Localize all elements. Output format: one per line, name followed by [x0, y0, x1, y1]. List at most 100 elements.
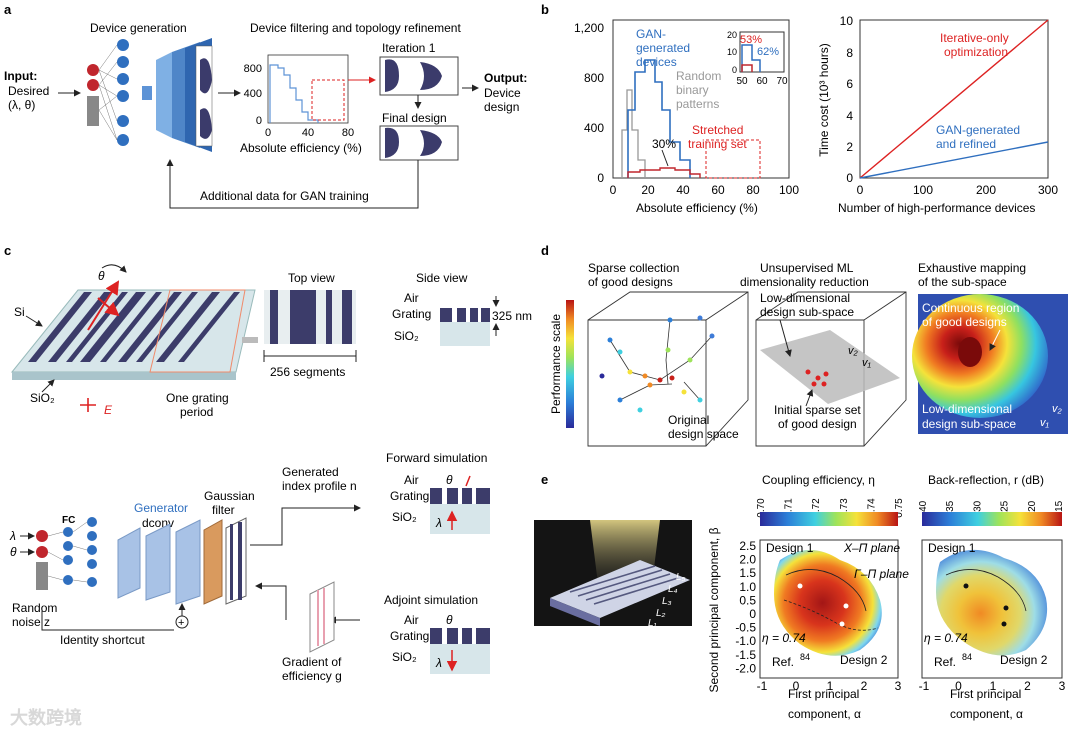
- coupling-tick: 0.72: [811, 498, 822, 518]
- v2-label: v₂: [848, 345, 859, 357]
- e-xtick-left: 2: [861, 679, 868, 693]
- profile-label: Generated: [282, 465, 339, 479]
- gpi-label: Γ–Π plane: [854, 567, 909, 581]
- iterative-label: optimization: [944, 45, 1008, 59]
- period-label: One grating: [166, 391, 229, 405]
- stretched-label: Stretched: [692, 123, 743, 137]
- coupling-tick: 0.75: [894, 498, 905, 518]
- random-label: Random: [676, 69, 721, 83]
- gan-line: [859, 141, 1049, 179]
- initial-sparse-label: Initial sparse set: [774, 403, 861, 417]
- col2-title: dimensionality reduction: [740, 275, 869, 289]
- efficiency-histogram: 800 400 0 0 40 80 Absolute efficiency (%…: [240, 54, 362, 155]
- forward-air: Air: [404, 473, 419, 487]
- panel-b: b 1,200 800 400 0 0 20 40 60 80 100 Abso…: [541, 2, 1058, 215]
- e-ytick: -1.5: [735, 648, 756, 662]
- inset-xtick: 60: [756, 76, 768, 87]
- panel-e: e L₅ L₄ L₃ L₂ L₁ Coupling efficiency, η …: [534, 472, 1066, 721]
- initial-sparse-label: of good design: [778, 417, 857, 431]
- design2-left: Design 2: [840, 653, 888, 667]
- col3-title: Exhaustive mapping: [918, 261, 1026, 275]
- gaussian-filter: [203, 519, 223, 605]
- sio2-side-label: SiO₂: [394, 329, 419, 343]
- design1-left: Design 1: [766, 541, 814, 555]
- gaussian-label: filter: [212, 503, 235, 517]
- profile-label: index profile n: [282, 479, 357, 493]
- e-xtick-right: 3: [1059, 679, 1066, 693]
- time-ytick: 2: [846, 140, 853, 154]
- backref-tick: -40: [918, 500, 929, 515]
- continuous-region-label: Continuous region: [922, 301, 1019, 315]
- panel-c: c θ Si SiO₂ E One grating period Top vie…: [4, 243, 532, 683]
- coupling-tick: 0.74: [866, 498, 877, 518]
- e-ylabel: Second principal component, β: [707, 527, 721, 692]
- hist-xtick: 0: [265, 127, 271, 139]
- hist-b-xtick: 60: [711, 183, 725, 197]
- L2-label: L₂: [656, 608, 666, 619]
- hist-b-ytick: 0: [597, 171, 604, 185]
- hist-b-xlabel: Absolute efficiency (%): [636, 201, 758, 215]
- gan-label: generated: [636, 41, 690, 55]
- e-xtick-left: 1: [827, 679, 834, 693]
- feedback-loop: [166, 159, 419, 209]
- gaussian-label: Gaussian: [204, 489, 255, 503]
- hist-xtick: 80: [342, 127, 354, 139]
- e-xtick-left: 0: [793, 679, 800, 693]
- e-field-icon: [80, 398, 96, 412]
- stretched-box: [705, 139, 761, 179]
- gan-refined-label: GAN-generated: [936, 123, 1020, 137]
- e-ytick: 1.5: [739, 566, 756, 580]
- col3-title: of the sub-space: [918, 275, 1007, 289]
- hist-ytick: 800: [244, 63, 262, 75]
- adjoint-theta: θ: [446, 613, 453, 627]
- period-box: [149, 289, 246, 373]
- grating-label: Grating: [392, 307, 431, 321]
- forward-lambda: λ: [435, 516, 442, 530]
- inset-xtick: 50: [736, 76, 748, 87]
- lambda-input: λ: [9, 529, 16, 543]
- e-ytick: 2.5: [739, 539, 756, 553]
- si-label: Si: [14, 305, 25, 319]
- gradient-sheet: [309, 581, 335, 653]
- backref-tick: -20: [1027, 500, 1038, 515]
- iteration-label: Iteration 1: [382, 41, 436, 55]
- panel-d-label: d: [541, 243, 549, 258]
- time-ytick: 8: [846, 46, 853, 60]
- e-ytick: 2.0: [739, 553, 756, 567]
- time-plot-frame: [859, 19, 1049, 179]
- time-xtick: 100: [913, 183, 933, 197]
- forward-sim-title: Forward simulation: [386, 451, 487, 465]
- e-xtick-right: 2: [1024, 679, 1031, 693]
- backref-tick: -35: [945, 500, 956, 515]
- random-label: patterns: [676, 97, 719, 111]
- original-space-label: design space: [668, 427, 739, 441]
- e-xtick-right: -1: [919, 679, 930, 693]
- input-line2: (λ, θ): [8, 98, 35, 112]
- input-title: Input:: [4, 69, 37, 83]
- adjoint-grating: Grating: [390, 629, 429, 643]
- hist-b-ytick: 800: [584, 71, 604, 85]
- random-noise-label: Random: [12, 601, 57, 615]
- time-ytick: 4: [846, 109, 853, 123]
- identity-label: Identity shortcut: [60, 633, 145, 647]
- coupling-map-frame: [759, 539, 899, 679]
- filtering-title: Device filtering and topology refinement: [250, 21, 461, 35]
- panel-d: d Sparse collection of good designs Unsu…: [541, 243, 1068, 447]
- design1-right: Design 1: [928, 541, 976, 555]
- height-label: 325 nm: [492, 309, 532, 323]
- e-xtick-left: -1: [757, 679, 768, 693]
- air-label: Air: [404, 291, 419, 305]
- time-xtick: 0: [857, 183, 864, 197]
- forward-theta: θ: [446, 473, 453, 487]
- xpi-label: X–Π plane: [843, 541, 900, 555]
- hist-xlabel: Absolute efficiency (%): [240, 141, 362, 155]
- gan-label: devices: [636, 55, 677, 69]
- coupling-tick: 0.73: [839, 498, 850, 518]
- hist-b-xtick: 40: [676, 183, 690, 197]
- backref-tick: -15: [1054, 500, 1065, 515]
- adjoint-sio2: SiO₂: [392, 650, 417, 664]
- coupling-title: Coupling efficiency, η: [762, 473, 875, 487]
- ref-right: Ref.: [934, 655, 956, 669]
- profile-arrow: [250, 507, 300, 546]
